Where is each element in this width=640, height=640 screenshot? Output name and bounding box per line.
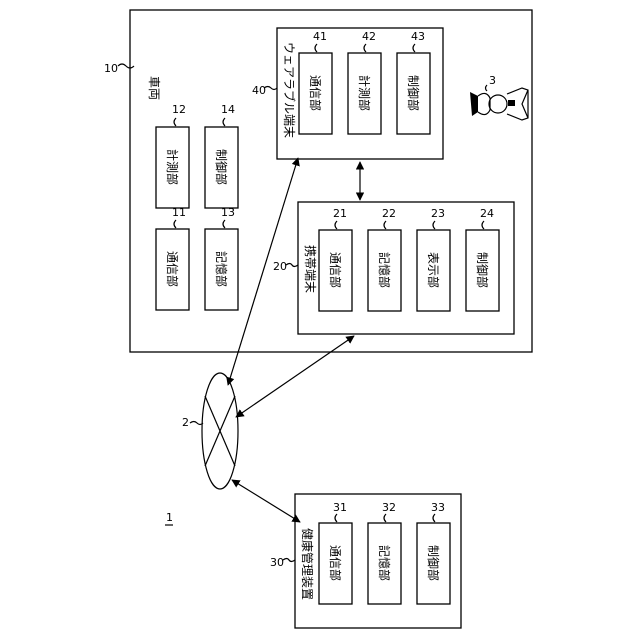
svg-text:42: 42 (362, 30, 376, 43)
svg-text:記憶部: 記憶部 (214, 251, 229, 287)
health-leader (283, 559, 295, 562)
svg-text:14: 14 (221, 103, 235, 116)
svg-text:通信部: 通信部 (328, 545, 343, 581)
link-network-health (232, 480, 300, 522)
mobile-ref: 20 (273, 260, 287, 273)
svg-text:通信部: 通信部 (165, 251, 180, 287)
svg-text:32: 32 (382, 501, 396, 514)
svg-text:計測部: 計測部 (165, 149, 180, 185)
svg-text:計測部: 計測部 (357, 75, 372, 111)
svg-text:33: 33 (431, 501, 445, 514)
svg-text:記憶部: 記憶部 (377, 545, 392, 581)
vehicle-label: 車両 (147, 76, 161, 100)
svg-text:制御部: 制御部 (426, 545, 441, 581)
svg-text:通信部: 通信部 (328, 252, 343, 288)
svg-text:制御部: 制御部 (406, 75, 421, 111)
network-ref: 2 (182, 416, 189, 429)
svg-text:12: 12 (172, 103, 186, 116)
vehicle-ref: 10 (104, 62, 118, 75)
svg-text:31: 31 (333, 501, 347, 514)
svg-text:制御部: 制御部 (214, 149, 229, 185)
mobile-label: 携帯端末 (303, 245, 318, 293)
wearable-label: ウェアラブル端末 (282, 42, 297, 138)
svg-text:24: 24 (480, 207, 494, 220)
health-label: 健康管理装置 (300, 528, 315, 600)
system-ref: 1 (166, 511, 173, 524)
driver-ref: 3 (489, 74, 496, 87)
svg-text:21: 21 (333, 207, 347, 220)
svg-text:表示部: 表示部 (426, 252, 441, 288)
svg-text:43: 43 (411, 30, 425, 43)
svg-text:41: 41 (313, 30, 327, 43)
health-ref: 30 (270, 556, 284, 569)
svg-text:通信部: 通信部 (308, 75, 323, 111)
svg-text:制御部: 制御部 (475, 252, 490, 288)
svg-text:23: 23 (431, 207, 445, 220)
network-node (202, 373, 238, 489)
svg-text:22: 22 (382, 207, 396, 220)
network-leader (190, 422, 203, 425)
wearable-ref: 40 (252, 84, 266, 97)
svg-text:記憶部: 記憶部 (377, 252, 392, 288)
